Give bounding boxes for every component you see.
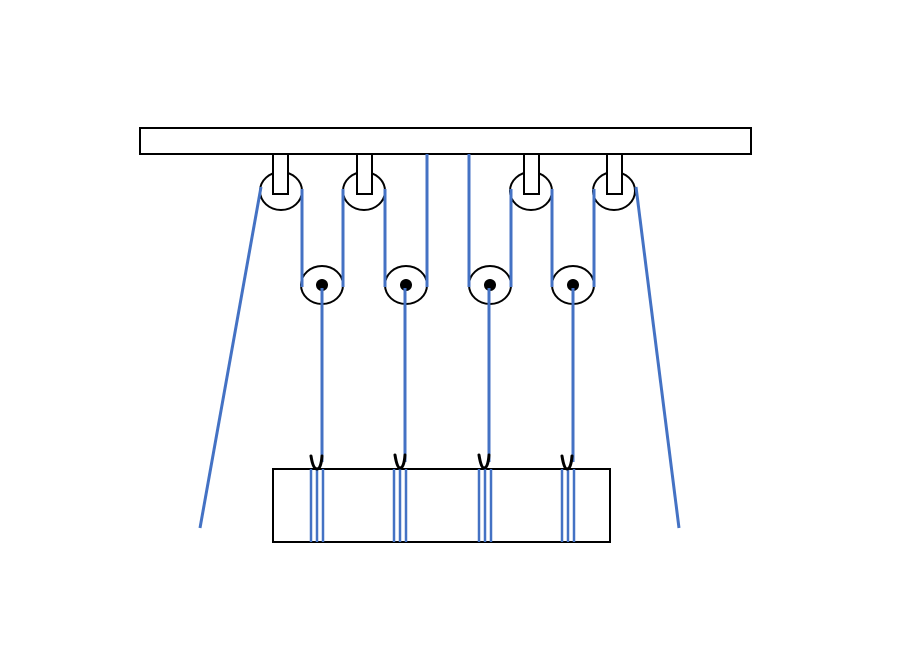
hook-icon <box>309 454 324 471</box>
pulley-mount-3 <box>523 153 540 195</box>
load-strap-4 <box>560 469 576 542</box>
rope-free-end-right <box>634 186 681 529</box>
rope-free-end-left <box>198 186 263 529</box>
pulley-axle <box>316 279 328 291</box>
load-block <box>272 468 611 543</box>
hook-icon <box>393 453 407 470</box>
ceiling-beam <box>139 127 752 155</box>
pulley-mount-2 <box>356 153 373 195</box>
hook-icon <box>560 454 574 471</box>
hook-icon <box>477 453 491 470</box>
pulley-mount-1 <box>272 153 289 195</box>
load-strap-1 <box>309 469 325 542</box>
pulley-mount-4 <box>606 153 623 195</box>
pulley-axle <box>567 279 579 291</box>
pulley-axle <box>400 279 412 291</box>
load-strap-2 <box>392 469 408 542</box>
pulley-axle <box>484 279 496 291</box>
load-strap-3 <box>477 469 493 542</box>
